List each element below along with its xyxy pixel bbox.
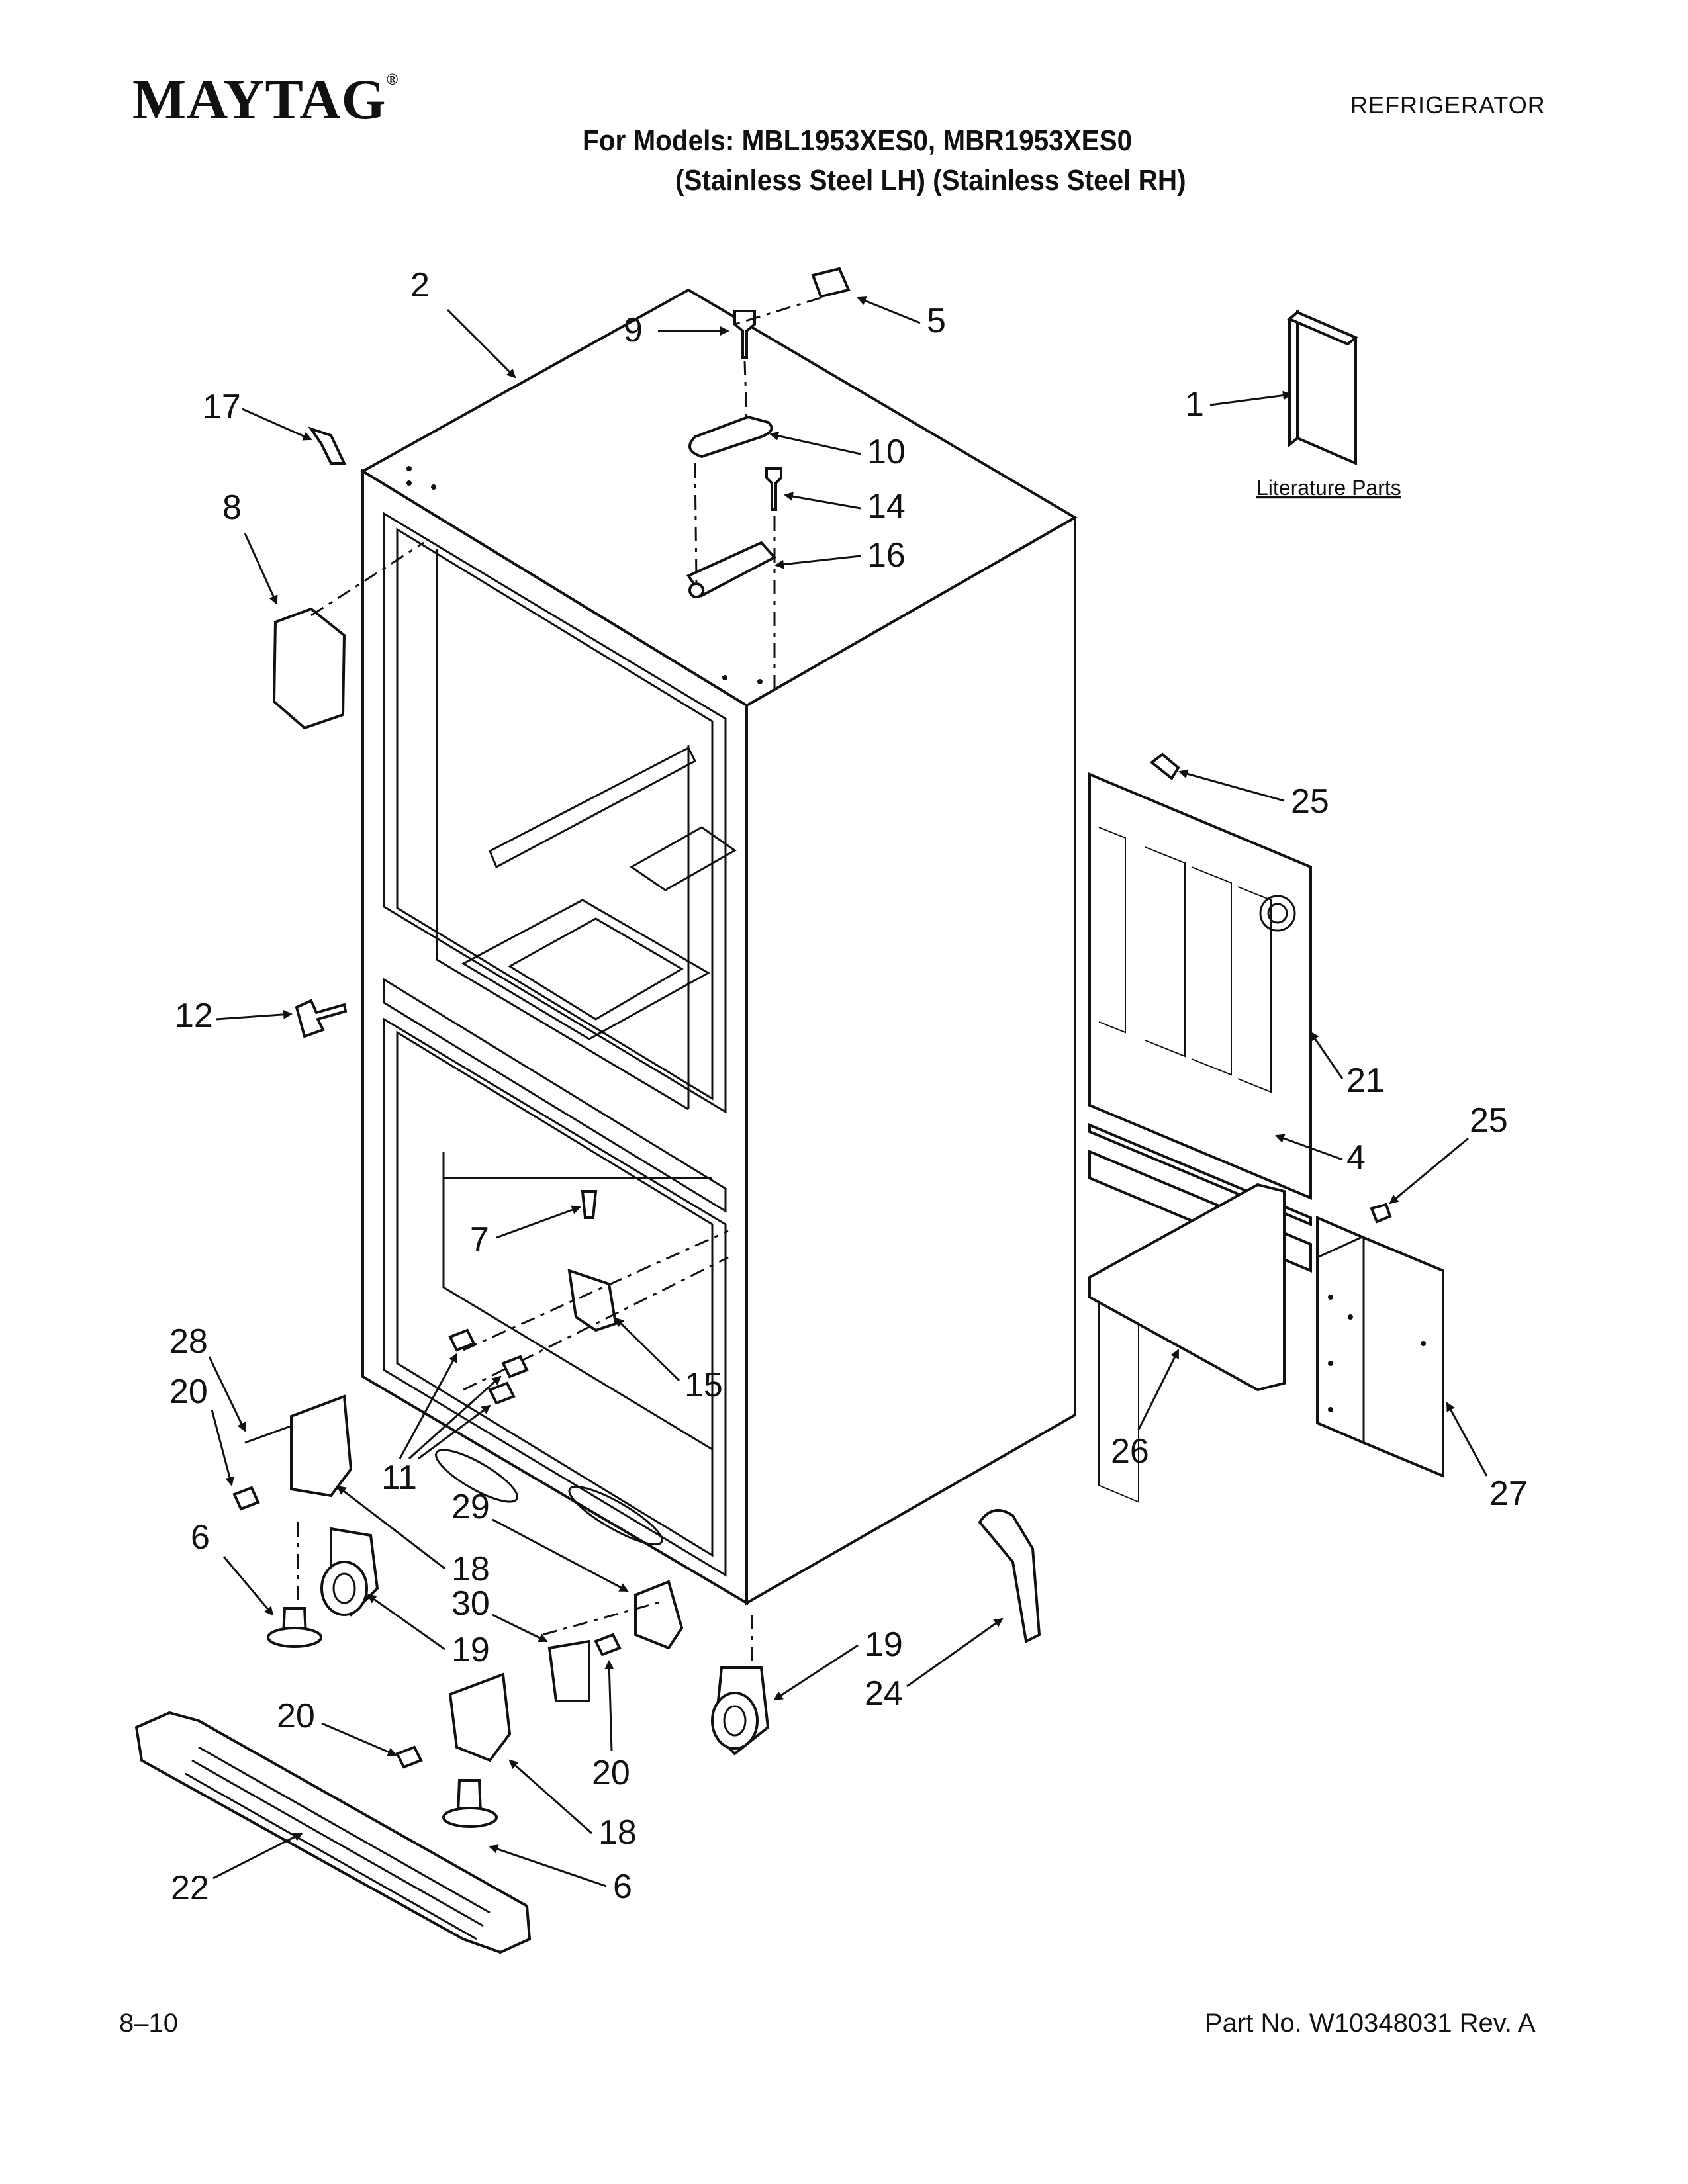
- brand-logo: MAYTAG®: [132, 68, 399, 131]
- callout-1: 1: [1185, 385, 1204, 424]
- variants-line: (Stainless Steel LH) (Stainless Steel RH…: [675, 164, 1186, 197]
- control-module: [272, 426, 424, 730]
- part-number: Part No. W10348031 Rev. A: [1205, 2009, 1536, 2038]
- callout-14: 14: [867, 487, 906, 525]
- callout-20a: 20: [169, 1373, 208, 1411]
- callout-12: 12: [175, 997, 213, 1035]
- callout-11: 11: [381, 1459, 417, 1497]
- callout-9: 9: [624, 311, 643, 349]
- right-roller: [711, 1615, 770, 1756]
- callout-27: 27: [1489, 1475, 1528, 1513]
- callout-19a: 19: [451, 1631, 490, 1669]
- callout-22: 22: [171, 1869, 209, 1907]
- callout-19b: 19: [865, 1625, 903, 1664]
- sticker-part: [734, 267, 851, 326]
- center-bottom-hardware: [542, 1580, 684, 1702]
- callout-18b: 18: [598, 1813, 637, 1852]
- callout-16: 16: [867, 536, 906, 574]
- callout-20c: 20: [592, 1754, 630, 1792]
- callouts: 1 2 4 5 6 6 7 8 9 10 11 12 14 15 16 17 1…: [169, 266, 1528, 1907]
- callout-21: 21: [1346, 1062, 1385, 1100]
- freezer-hardware: [448, 1190, 729, 1405]
- callout-29: 29: [451, 1488, 490, 1526]
- callout-6b: 6: [613, 1868, 632, 1906]
- page-number: 8–10: [119, 2009, 178, 2038]
- lower-bracket: [395, 1672, 512, 1828]
- callout-25a: 25: [1291, 782, 1329, 821]
- callout-2: 2: [410, 266, 430, 304]
- insulation-block: [1088, 1183, 1286, 1392]
- category-label: REFRIGERATOR: [1350, 91, 1546, 118]
- callout-26: 26: [1111, 1432, 1149, 1471]
- callout-5: 5: [927, 302, 946, 340]
- screw-12: [295, 999, 348, 1038]
- anti-tip-leg: [978, 1509, 1041, 1643]
- callout-4: 4: [1346, 1138, 1366, 1177]
- literature-book: [1287, 309, 1358, 466]
- callout-18a: 18: [451, 1550, 490, 1588]
- left-bottom-hardware: [232, 1394, 379, 1648]
- callout-25b: 25: [1470, 1101, 1508, 1140]
- base-grille: [134, 1711, 532, 1954]
- callout-28: 28: [169, 1322, 208, 1361]
- literature-label: Literature Parts: [1256, 476, 1401, 500]
- callout-17: 17: [203, 388, 241, 426]
- rear-access-panel: [1088, 772, 1312, 1503]
- callout-10: 10: [867, 433, 906, 471]
- callout-8: 8: [222, 488, 242, 527]
- callout-30: 30: [451, 1584, 490, 1623]
- callout-6a: 6: [191, 1518, 210, 1557]
- callout-7: 7: [470, 1220, 489, 1259]
- leader-lines: [208, 296, 1488, 1888]
- cabinet: [360, 288, 1078, 1606]
- cover-panel-27: [1316, 1215, 1444, 1478]
- callout-24: 24: [865, 1674, 903, 1713]
- callout-15: 15: [684, 1366, 723, 1404]
- models-line: For Models: MBL1953XES0, MBR1953XES0: [583, 124, 1133, 157]
- screw-25-top: [1149, 752, 1180, 780]
- callout-20b: 20: [277, 1697, 315, 1735]
- screw-25-right: [1370, 1203, 1392, 1224]
